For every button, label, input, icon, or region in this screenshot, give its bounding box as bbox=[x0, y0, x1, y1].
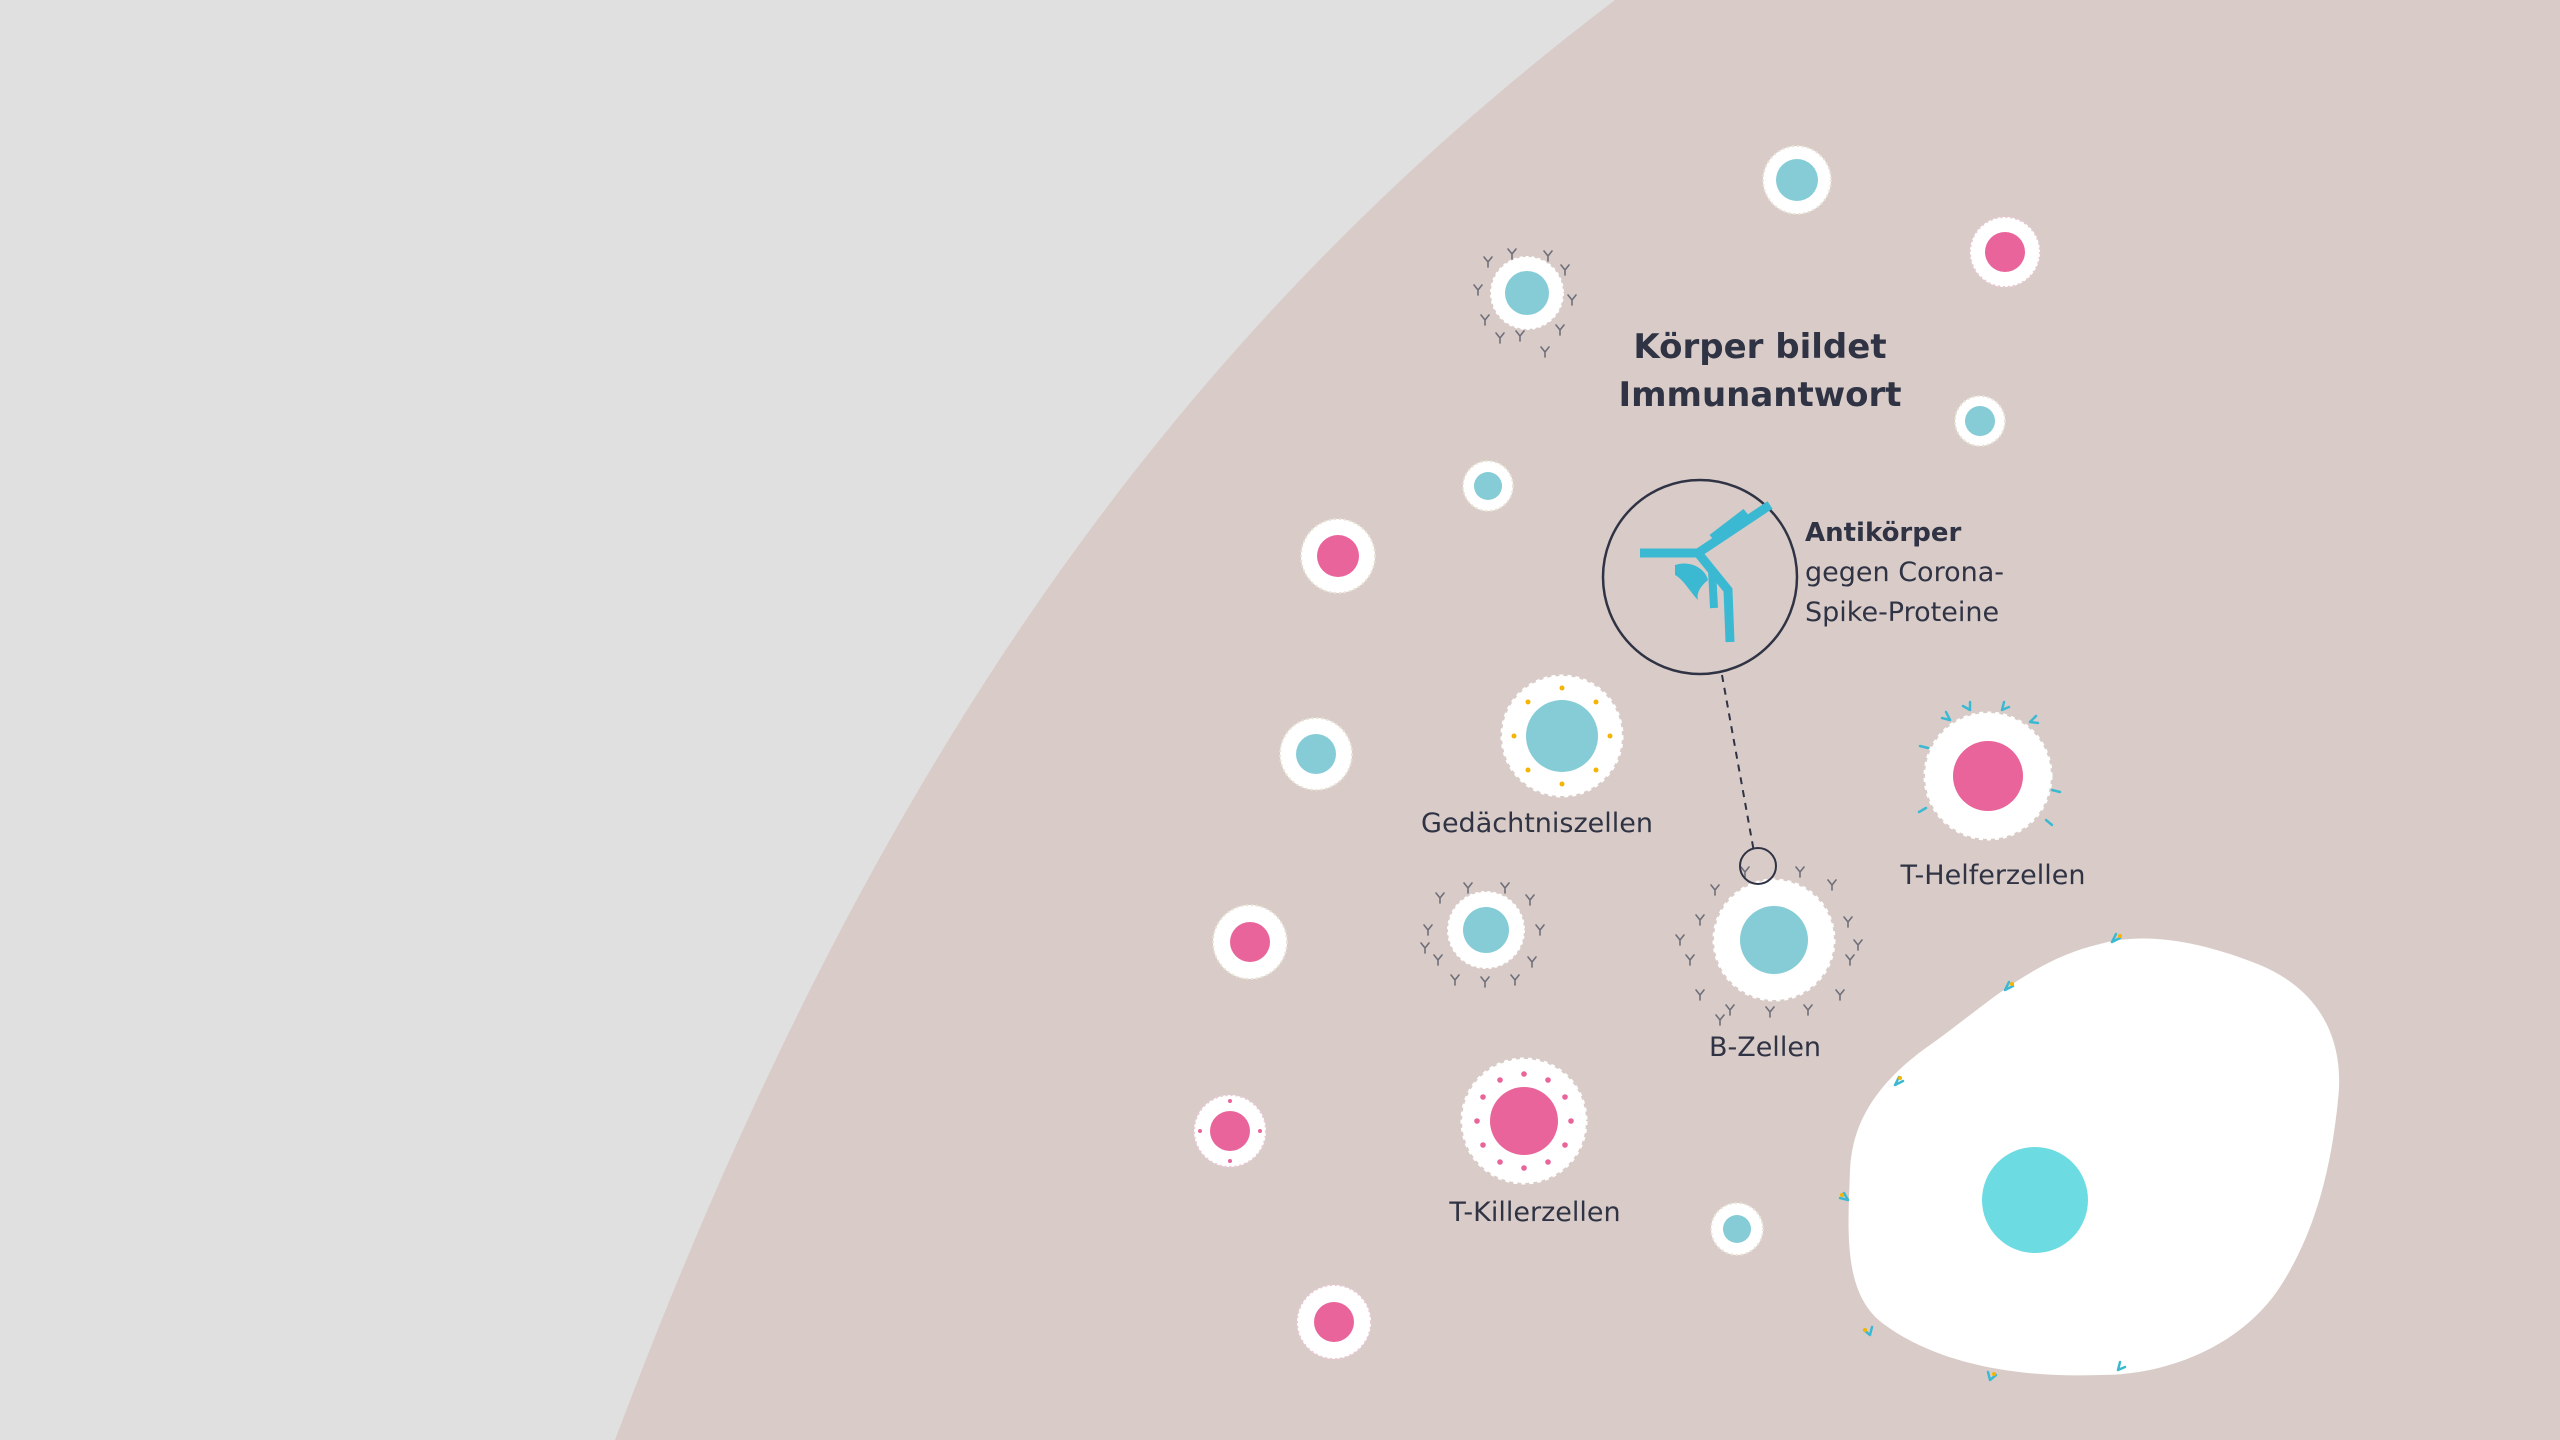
t-killer-cell-small-top-right bbox=[1969, 216, 2041, 288]
memory-cell-tiny-bottom bbox=[1710, 1202, 1764, 1256]
antibody-label-line2: gegen Corona- bbox=[1805, 557, 2004, 588]
memory-cell-tiny-right bbox=[1954, 395, 2006, 447]
antibody-label-line3: Spike-Proteine bbox=[1805, 597, 1999, 628]
memory-cell-tiny-center bbox=[1462, 460, 1514, 512]
b-cell bbox=[1675, 866, 1863, 1026]
diagram-title-line2: Immunantwort bbox=[1618, 375, 1901, 415]
large-cell-receptor-dots bbox=[1840, 934, 2122, 1376]
memory-cells-label: Gedächtniszellen bbox=[1421, 808, 1653, 839]
large-cell-nucleus bbox=[1982, 1147, 2088, 1253]
antibody-icon bbox=[1640, 501, 1773, 643]
t-helper-cell-small-left bbox=[1300, 518, 1376, 594]
b-cells-label: B-Zellen bbox=[1709, 1032, 1821, 1063]
diagram-title-line1: Körper bildet bbox=[1633, 327, 1886, 367]
memory-cell-small-top-right bbox=[1762, 145, 1832, 215]
t-killer-cell bbox=[1460, 1057, 1588, 1185]
t-killer-cells-label: T-Killerzellen bbox=[1448, 1197, 1620, 1228]
antibody-magnifier bbox=[1601, 478, 1799, 885]
b-cell-top bbox=[1473, 248, 1577, 358]
memory-cell-small-left bbox=[1279, 717, 1353, 791]
t-killer-cell-small-bottom bbox=[1296, 1284, 1372, 1360]
t-killer-cell-small-lower-left bbox=[1193, 1094, 1267, 1168]
antibody-label-bold: Antikörper bbox=[1805, 518, 1961, 548]
t-killer-cell-small-left bbox=[1212, 904, 1288, 980]
t-helper-cell bbox=[1917, 700, 2062, 841]
b-cell-middle-left bbox=[1420, 882, 1545, 988]
memory-cell bbox=[1500, 674, 1624, 798]
large-body-cell bbox=[1848, 938, 2340, 1376]
large-cell-receptors bbox=[1838, 932, 2127, 1382]
t-helper-cells-label: T-Helferzellen bbox=[1900, 860, 2086, 891]
